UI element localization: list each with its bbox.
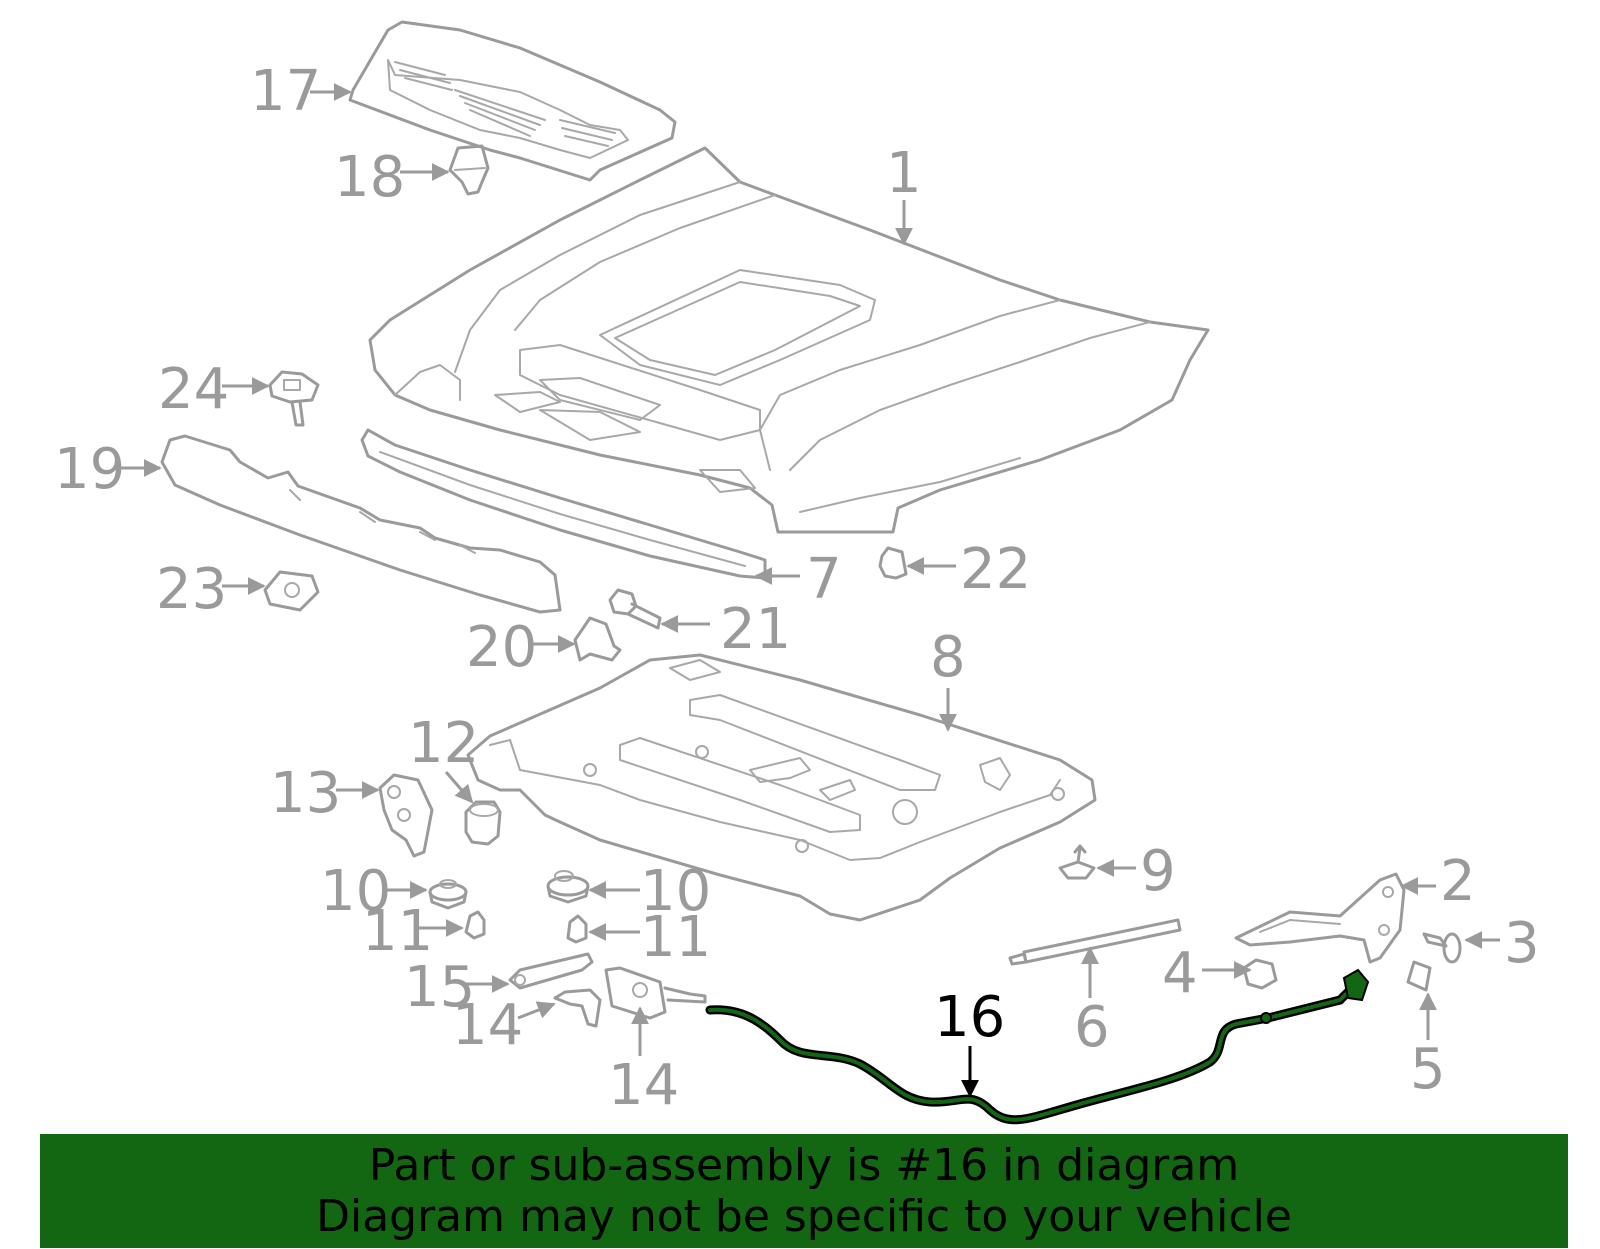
callout-16: 16 <box>934 985 1005 1050</box>
callout-11-left: 11 <box>362 899 433 964</box>
part-11-cap-left <box>464 910 486 940</box>
callout-17: 17 <box>250 59 321 124</box>
part-3-bolt <box>1422 932 1462 964</box>
callout-7: 7 <box>806 547 842 612</box>
part-14-bracket-left <box>553 988 602 1028</box>
callout-12: 12 <box>408 711 479 776</box>
callout-21: 21 <box>720 597 791 662</box>
part-9-retainer <box>1058 844 1096 880</box>
part-14-latch <box>604 966 707 1020</box>
callout-9: 9 <box>1140 839 1176 904</box>
part-23-nut <box>263 570 320 612</box>
part-8-insulator <box>466 653 1097 922</box>
callout-23: 23 <box>156 557 227 622</box>
banner-line-2: Diagram may not be specific to your vehi… <box>316 1191 1292 1242</box>
part-10-bumper-right <box>546 870 590 904</box>
part-2-hinge <box>1234 872 1406 964</box>
callout-18: 18 <box>334 145 405 210</box>
part-18-clip <box>448 144 490 196</box>
callout-20: 20 <box>466 615 537 680</box>
callout-14-left: 14 <box>452 993 523 1058</box>
callout-15: 15 <box>404 955 475 1020</box>
callout-1: 1 <box>886 141 922 206</box>
part-1-hood <box>368 146 1210 534</box>
callout-10-right: 10 <box>640 859 711 924</box>
part-15-rod <box>508 952 594 990</box>
callout-14-bottom: 14 <box>608 1053 679 1118</box>
part-16-release-cable <box>705 968 1370 1125</box>
part-10-bumper-left <box>428 879 468 910</box>
part-24-bolt <box>268 370 320 427</box>
callout-10-left: 10 <box>320 859 391 924</box>
part-20-clip <box>573 616 622 662</box>
callout-labels: 1 2 3 4 5 6 7 8 9 10 10 11 11 12 13 14 1… <box>54 59 1540 1118</box>
part-22-grommet <box>878 546 908 580</box>
callout-2: 2 <box>1440 849 1476 914</box>
part-7-seal <box>360 428 767 580</box>
callout-8: 8 <box>930 625 966 690</box>
callout-4: 4 <box>1162 941 1198 1006</box>
callout-arrows <box>120 83 1500 1098</box>
banner-line-1: Part or sub-assembly is #16 in diagram <box>368 1140 1240 1191</box>
callout-3: 3 <box>1504 911 1540 976</box>
part-21-bolt <box>608 588 662 630</box>
callout-11-right: 11 <box>640 905 711 970</box>
part-13-bracket <box>378 773 434 858</box>
part-17-hood-vent <box>348 20 677 182</box>
part-11-cap-right <box>566 914 588 944</box>
part-12-bumper <box>464 800 502 846</box>
part-5-nut <box>1406 960 1432 992</box>
callout-6: 6 <box>1074 995 1110 1060</box>
part-6-strut <box>1008 918 1182 966</box>
part-19-panel <box>160 434 562 614</box>
callout-22: 22 <box>960 537 1031 602</box>
callout-24: 24 <box>158 357 229 422</box>
part-4-grommet <box>1242 958 1278 990</box>
callout-19: 19 <box>54 437 125 502</box>
callout-13: 13 <box>270 761 341 826</box>
notice-banner: Part or sub-assembly is #16 in diagram D… <box>40 1134 1568 1248</box>
callout-5: 5 <box>1410 1037 1446 1102</box>
